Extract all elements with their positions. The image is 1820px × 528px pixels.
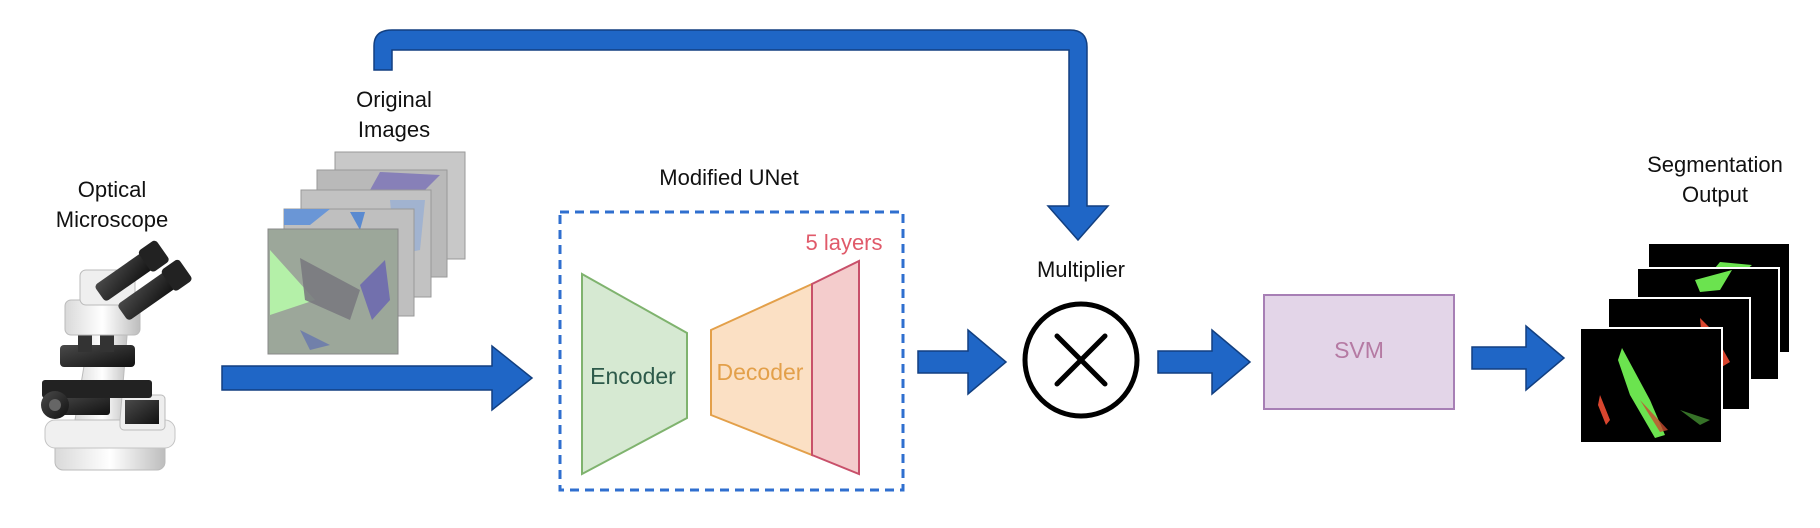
microscope-label-line2: Microscope: [56, 207, 168, 232]
original-label-line1: Original: [356, 87, 432, 112]
svm-to-output-arrow: [1471, 324, 1566, 392]
unet-title: Modified UNet: [659, 165, 798, 190]
skip-connection-arrow: [373, 29, 1110, 242]
multiplier-to-svm-arrow: [1157, 328, 1252, 396]
encoder-label: Encoder: [590, 363, 676, 389]
multiplier-label: Multiplier: [1037, 257, 1125, 282]
extra-layer-shape: [811, 259, 860, 476]
svm-label-text: SVM: [1334, 337, 1384, 363]
times-circle-icon: [1022, 301, 1140, 419]
input-arrow: [221, 344, 534, 412]
unet-title-text: Modified UNet: [659, 165, 798, 190]
output-label-2: Output: [1682, 182, 1748, 207]
decoder-label: Decoder: [717, 359, 804, 385]
svm-box: [1263, 294, 1455, 410]
original-label-line2: Images: [358, 117, 430, 142]
output-label-line2: Output: [1682, 182, 1748, 207]
layers-label-text: 5 layers: [805, 230, 882, 255]
encoder-label-text: Encoder: [590, 363, 676, 389]
unet-box: [558, 210, 905, 492]
output-label: Segmentation: [1647, 152, 1783, 177]
layers-label: 5 layers: [805, 230, 882, 255]
multiplier-label-text: Multiplier: [1037, 257, 1125, 282]
output-label-line1: Segmentation: [1647, 152, 1783, 177]
original-images-stack: [267, 151, 466, 355]
original-label-2: Images: [358, 117, 430, 142]
microscope-label-2: Microscope: [56, 207, 168, 232]
microscope-label: Optical: [78, 177, 146, 202]
microscope-label-line1: Optical: [78, 177, 146, 202]
original-label: Original: [356, 87, 432, 112]
microscope-icon: [41, 240, 192, 471]
svm-label: SVM: [1334, 337, 1384, 363]
decoder-label-text: Decoder: [717, 359, 804, 385]
encoder-shape: [581, 272, 688, 476]
unet-to-multiplier-arrow: [917, 328, 1008, 396]
segmentation-output-stack: [1579, 242, 1791, 444]
